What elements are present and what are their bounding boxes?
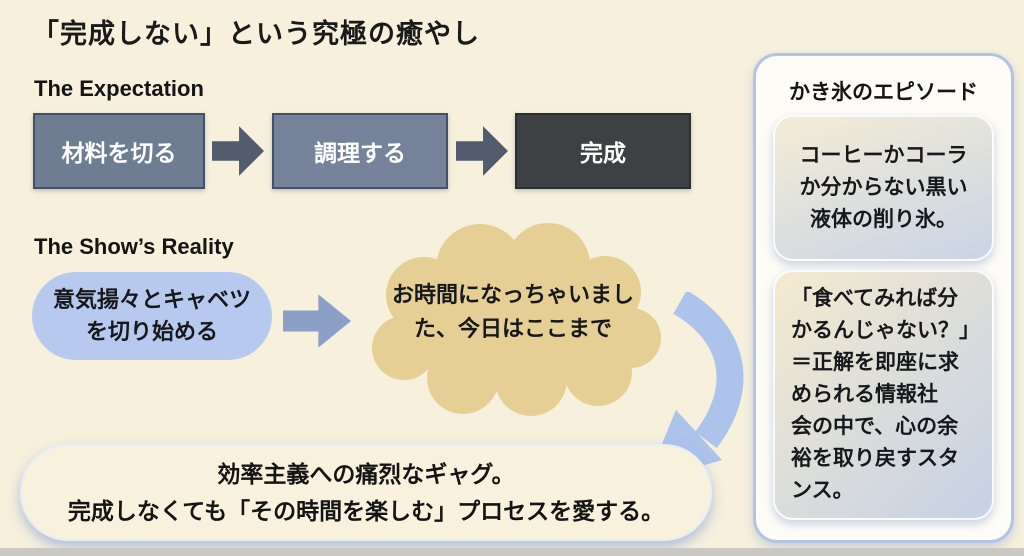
page-title: 「完成しない」という究極の癒やし	[32, 19, 480, 49]
flow-step-cut-ingredients: 材料を切る	[33, 113, 205, 189]
reality-heading: The Show’s Reality	[34, 234, 234, 259]
conclusion-box: 効率主義への痛烈なギャグ。 完成しなくても「その時間を楽しむ」プロセスを愛する。	[20, 444, 712, 541]
right-arrow-icon	[212, 126, 264, 176]
episode-card: 「食べてみれば分 かるんじゃない？」 ＝正解を即座に求 められる情報社 会の中で…	[773, 270, 994, 520]
flow-step-complete: 完成	[515, 113, 691, 189]
episode-sidebar: かき氷のエピソード コーヒーかコーラ か分からない黒い 液体の削り氷。 「食べて…	[753, 53, 1014, 543]
flow-step-cook: 調理する	[272, 113, 448, 189]
bottom-frame-strip	[0, 548, 1024, 556]
reality-start-bubble: 意気揚々とキャベツ を切り始める	[32, 272, 272, 360]
episode-card: コーヒーかコーラ か分からない黒い 液体の削り氷。	[773, 115, 994, 261]
thought-cloud: お時間になっちゃいまし た、今日はここまで	[362, 220, 664, 417]
cloud-shape-icon	[372, 223, 661, 416]
right-arrow-icon	[456, 126, 508, 176]
cloud-bubble-text: お時間になっちゃいまし た、今日はここまで	[391, 282, 634, 342]
sidebar-heading: かき氷のエピソード	[789, 81, 978, 104]
expectation-heading: The Expectation	[34, 76, 204, 101]
right-arrow-icon	[283, 294, 351, 348]
